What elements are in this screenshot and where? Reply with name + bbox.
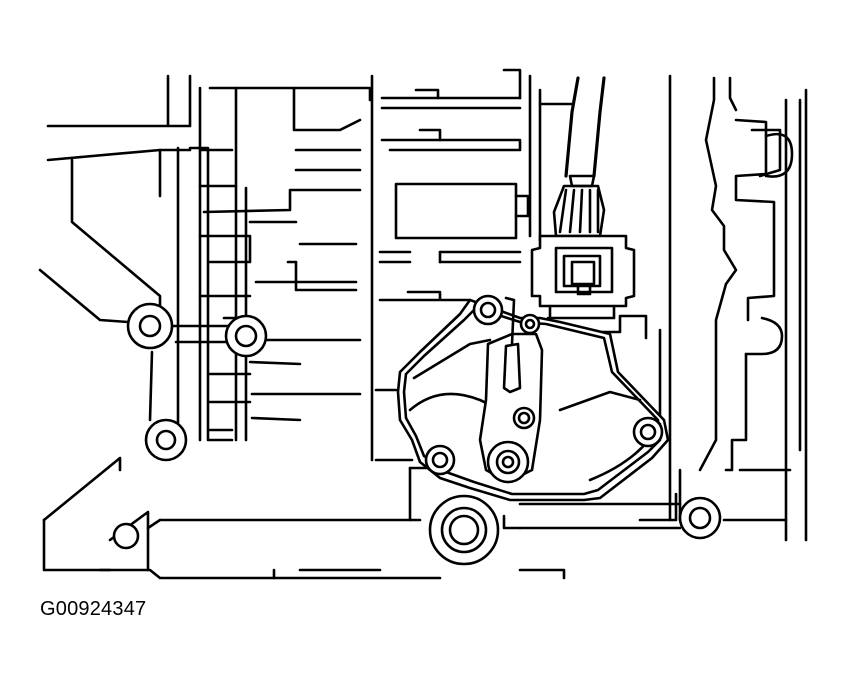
sensor-bolts — [424, 294, 664, 484]
valve-body-ribs — [198, 86, 372, 442]
valve-body-center — [370, 68, 574, 462]
lower-flange — [408, 466, 682, 530]
harness-connector — [530, 234, 648, 340]
figure-caption: G00924347 — [40, 598, 147, 620]
right-case-outline — [638, 74, 808, 542]
wiring-harness — [552, 76, 606, 238]
case-plug-left-bottom — [112, 522, 140, 550]
case-bolts — [112, 302, 722, 566]
